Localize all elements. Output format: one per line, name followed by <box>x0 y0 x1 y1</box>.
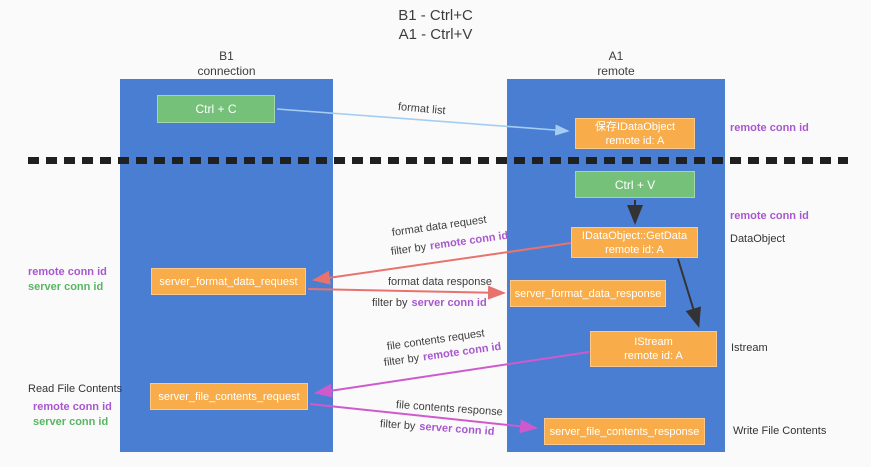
annotation-remote-conn-id-top: remote conn id <box>730 122 809 134</box>
node-getdata-line2: remote id: A <box>605 243 664 256</box>
filter-by-text: filter by <box>379 418 416 433</box>
title-line-1: B1 - Ctrl+C <box>398 7 473 24</box>
remote-conn-id-text: remote conn id <box>33 401 112 413</box>
session-divider-dashed-line <box>28 157 848 164</box>
server-conn-id-text: server conn id <box>411 297 487 309</box>
node-idataobject-getdata: IDataObject::GetData remote id: A <box>571 227 698 258</box>
node-server-format-data-request: server_format_data_request <box>151 268 306 295</box>
node-server-file-contents-response: server_file_contents_response <box>544 418 705 445</box>
node-ctrl-v-label: Ctrl + V <box>614 177 656 192</box>
lane-b1-role: connection <box>197 64 256 78</box>
label-file-contents-response: file contents response <box>395 399 504 419</box>
label-format-data-response: format data response <box>388 276 492 288</box>
annotation-conn-ids-left-1: remote conn id server conn id <box>28 265 107 295</box>
node-ctrl-v: Ctrl + V <box>575 171 695 198</box>
lane-header-b1: B1 connection <box>120 49 333 79</box>
label-format-list: format list <box>397 101 447 118</box>
lane-b1-name: B1 <box>219 49 234 63</box>
annotation-remote-conn-id-mid: remote conn id <box>730 210 809 222</box>
lane-header-a1: A1 remote <box>507 49 725 79</box>
node-server-format-data-request-label: server_format_data_request <box>159 275 298 288</box>
node-ctrl-c: Ctrl + C <box>157 95 275 123</box>
filter-by-text: filter by <box>383 352 420 369</box>
title-line-2: A1 - Ctrl+V <box>398 26 473 43</box>
node-istream-line2: remote id: A <box>624 350 683 362</box>
remote-conn-id-text: remote conn id <box>28 266 107 278</box>
remote-conn-id-text: remote conn id <box>429 229 509 253</box>
node-save-idataobject: 保存IDataObject remote id: A <box>575 118 695 149</box>
annotation-istream: Istream <box>731 342 768 354</box>
node-save-idataobject-line2: remote id: A <box>605 134 665 147</box>
annotation-dataobject: DataObject <box>730 233 786 245</box>
node-server-file-contents-request: server_file_contents_request <box>150 383 308 410</box>
annotation-write-file-contents: Write File Contents <box>733 425 827 437</box>
node-ctrl-c-label: Ctrl + C <box>195 102 237 116</box>
node-istream-line1: IStream <box>634 336 673 348</box>
annotation-read-file-contents: Read File Contents <box>28 383 123 395</box>
server-conn-id-text: server conn id <box>28 281 104 293</box>
node-getdata-line1: IDataObject::GetData <box>581 229 688 242</box>
node-save-idataobject-line1: 保存IDataObject <box>594 120 676 133</box>
filter-by-text: filter by <box>372 297 408 309</box>
lane-a1-name: A1 <box>608 49 624 63</box>
server-conn-id-text: server conn id <box>418 420 495 438</box>
filter-by-text: filter by <box>390 241 427 258</box>
node-server-format-data-response-label: server_format_data_response <box>514 287 662 300</box>
node-server-file-contents-request-label: server_file_contents_request <box>158 390 300 403</box>
annotation-conn-ids-left-2: remote conn id server conn id <box>33 400 112 430</box>
server-conn-id-text: server conn id <box>33 416 109 428</box>
node-istream: IStream remote id: A <box>590 331 717 367</box>
diagram-title: B1 - Ctrl+C A1 - Ctrl+V <box>0 6 871 44</box>
lane-a1-role: remote <box>597 64 635 78</box>
node-server-file-contents-response-label: server_file_contents_response <box>549 425 700 438</box>
arrow-format-data-response <box>307 285 506 300</box>
node-server-format-data-response: server_format_data_response <box>510 280 666 307</box>
